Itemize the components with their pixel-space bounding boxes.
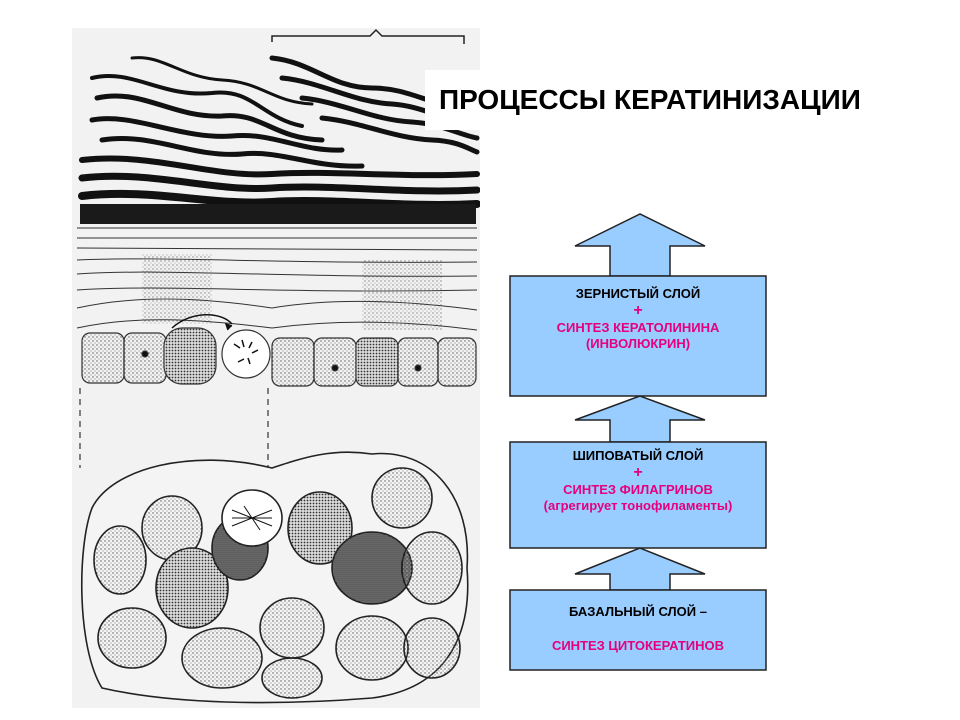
basal-synthesis: СИНТЕЗ ЦИТОКЕРАТИНОВ <box>510 638 766 654</box>
arrow-up-middle <box>575 396 705 442</box>
epidermis-illustration <box>72 28 480 708</box>
spinous-layer-name: ШИПОВАТЫЙ СЛОЙ <box>510 448 766 464</box>
spinous-synthesis-note: (агрегирует тонофиламенты) <box>510 498 766 514</box>
granular-layer-name: ЗЕРНИСТЫЙ СЛОЙ <box>510 286 766 302</box>
arrow-up-top <box>575 214 705 276</box>
spinous-cells-magnified <box>82 452 468 702</box>
granular-plus: + <box>510 302 766 320</box>
spinous-layer-text: ШИПОВАТЫЙ СЛОЙ + СИНТЕЗ ФИЛАГРИНОВ (агре… <box>510 448 766 514</box>
basal-layer-name: БАЗАЛЬНЫЙ СЛОЙ – <box>510 604 766 620</box>
page-title: ПРОЦЕССЫ КЕРАТИНИЗАЦИИ <box>425 70 925 130</box>
spinous-synthesis: СИНТЕЗ ФИЛАГРИНОВ <box>510 482 766 498</box>
granular-synthesis: СИНТЕЗ КЕРАТОЛИНИНА <box>510 320 766 336</box>
granular-synthesis-note: (ИНВОЛЮКРИН) <box>510 336 766 352</box>
basal-layer-text: БАЗАЛЬНЫЙ СЛОЙ – СИНТЕЗ ЦИТОКЕРАТИНОВ <box>510 604 766 654</box>
arrow-up-bottom <box>575 548 705 590</box>
spinous-plus: + <box>510 464 766 482</box>
granular-layer-text: ЗЕРНИСТЫЙ СЛОЙ + СИНТЕЗ КЕРАТОЛИНИНА (ИН… <box>510 286 766 352</box>
